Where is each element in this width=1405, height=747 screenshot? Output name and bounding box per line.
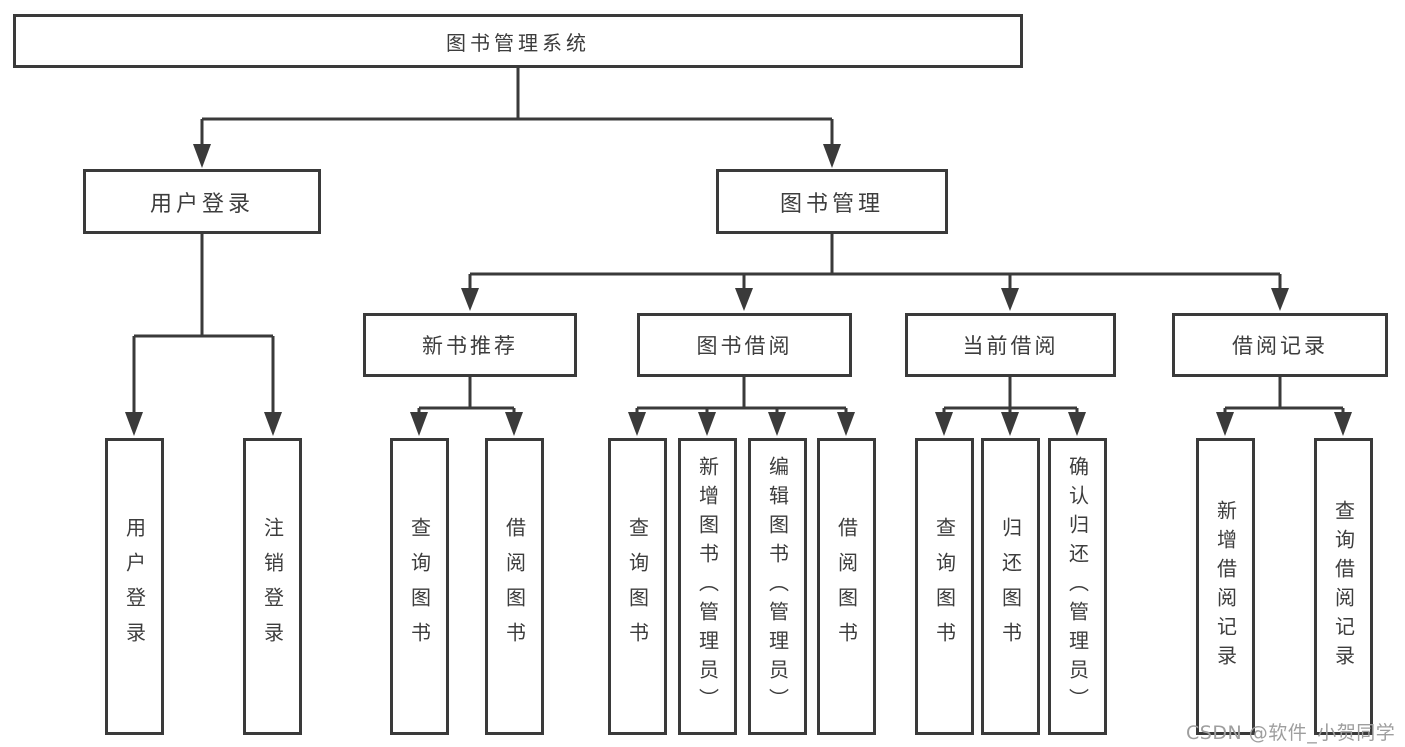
csdn-watermark: CSDN @软件_小贺同学 — [1186, 722, 1396, 744]
leaf-borrow-books-recommend: 借阅图书 — [485, 438, 544, 735]
leaf-confirm-return-admin: 确认归还（管理员） — [1048, 438, 1107, 735]
node-user-login: 用户登录 — [83, 169, 321, 234]
node-book-borrowing: 图书借阅 — [637, 313, 852, 377]
node-current-borrowing: 当前借阅 — [905, 313, 1116, 377]
node-book-management: 图书管理 — [716, 169, 948, 234]
leaf-return-books: 归还图书 — [981, 438, 1040, 735]
node-library-management-system: 图书管理系统 — [13, 14, 1023, 68]
leaf-logout: 注销登录 — [243, 438, 302, 735]
arrowheads — [125, 144, 1352, 436]
leaf-add-borrow-record: 新增借阅记录 — [1196, 438, 1255, 735]
leaf-add-book-admin: 新增图书（管理员） — [678, 438, 737, 735]
node-borrowing-records: 借阅记录 — [1172, 313, 1388, 377]
leaf-query-books-borrowing: 查询图书 — [608, 438, 667, 735]
leaf-query-borrow-record: 查询借阅记录 — [1314, 438, 1373, 735]
node-new-book-recommendation: 新书推荐 — [363, 313, 577, 377]
leaf-query-books-current: 查询图书 — [915, 438, 974, 735]
leaf-edit-book-admin: 编辑图书（管理员） — [748, 438, 807, 735]
leaf-borrow-books-borrowing: 借阅图书 — [817, 438, 876, 735]
leaf-user-login: 用户登录 — [105, 438, 164, 735]
leaf-query-books-recommend: 查询图书 — [390, 438, 449, 735]
